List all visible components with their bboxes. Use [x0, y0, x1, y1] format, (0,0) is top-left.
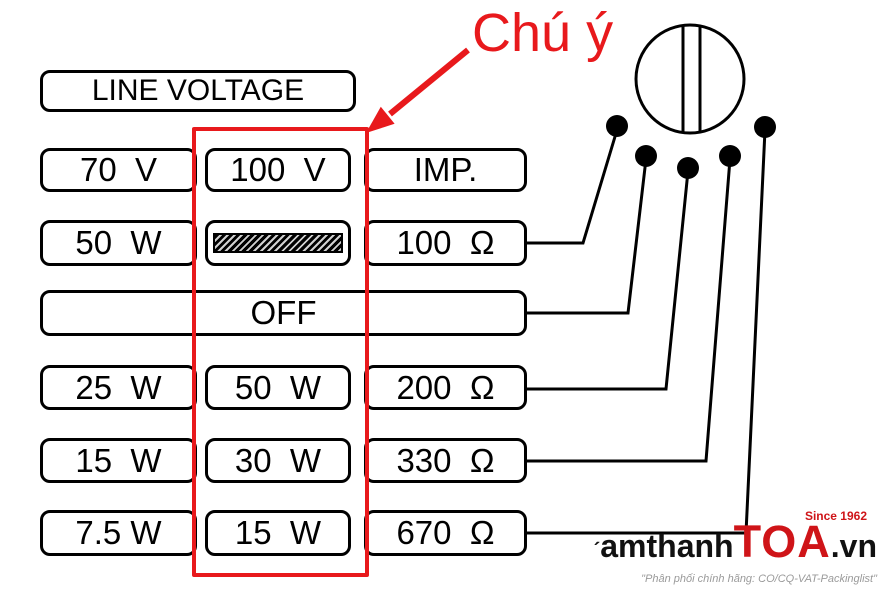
cell-30w: 30 W	[205, 438, 351, 483]
connector-line-200ohm	[527, 170, 690, 391]
terminal-dot	[635, 145, 657, 167]
watermark-brand-logo: TOA	[733, 516, 831, 567]
connector-line-100ohm	[527, 129, 619, 245]
annotation-arrow-head	[366, 106, 395, 133]
cell-100v: 100 V	[205, 148, 351, 192]
cell-670ohm: 670 Ω	[364, 510, 527, 556]
line-voltage-header: LINE VOLTAGE	[40, 70, 356, 112]
cell-70v: 70 V	[40, 148, 197, 192]
connector-line-330ohm	[527, 158, 732, 463]
cell-330ohm: 330 Ω	[364, 438, 527, 483]
cell-off: OFF	[40, 290, 527, 336]
connector-line-off	[527, 158, 648, 315]
cell-imp: IMP.	[364, 148, 527, 192]
callout-note-text: Chú ý	[472, 3, 614, 63]
cell-50w: 50 W	[40, 220, 197, 266]
watermark-brand-tld: .vn	[830, 528, 877, 564]
cell-100ohm: 100 Ω	[364, 220, 527, 266]
terminal-dot	[677, 157, 699, 179]
watermark-since: Since 1962	[804, 509, 867, 523]
terminal-dot	[606, 115, 628, 137]
cell-15w-100v: 15 W	[205, 510, 351, 556]
cell-200ohm: 200 Ω	[364, 365, 527, 410]
selected-tap-indicator	[213, 233, 343, 253]
highlight-rectangle-100v-column	[192, 127, 369, 577]
cell-selected-tap	[205, 220, 351, 266]
annotation-arrow-shaft	[388, 47, 470, 117]
watermark: Since 1962 ´ amthanh TOA .vn "Phân phối …	[594, 510, 877, 585]
watermark-brand: ´ amthanh TOA .vn	[593, 516, 877, 571]
cell-7-5w: 7.5 W	[40, 510, 197, 556]
connector-line-670ohm	[527, 129, 767, 535]
rotary-switch-knob	[634, 23, 746, 135]
watermark-tagline: "Phân phối chính hãng: CO/CQ-VAT-Packing…	[641, 573, 877, 585]
watermark-prefix: ´	[593, 540, 601, 562]
cell-25w: 25 W	[40, 365, 197, 410]
watermark-brand-left: amthanh	[600, 528, 734, 564]
cell-15w: 15 W	[40, 438, 197, 483]
terminal-dot	[754, 116, 776, 138]
cell-50w-100v: 50 W	[205, 365, 351, 410]
terminal-dot	[719, 145, 741, 167]
